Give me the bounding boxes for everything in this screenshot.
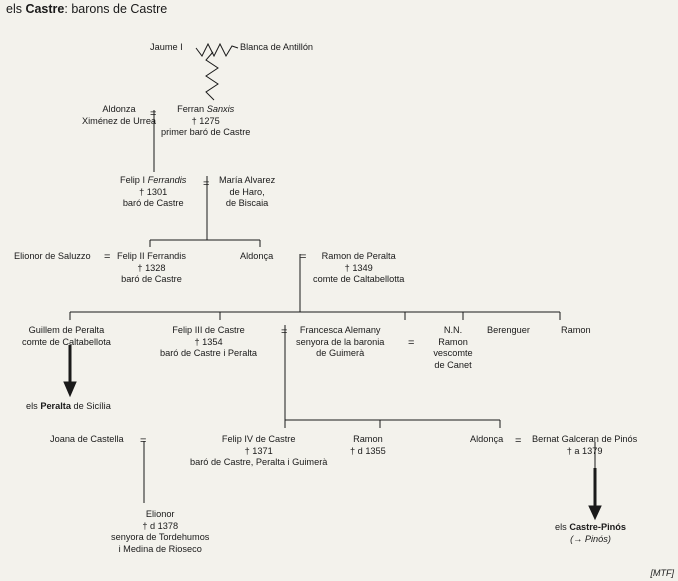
marriage-sign: = bbox=[300, 251, 307, 263]
descent-zigzag-ferran bbox=[205, 51, 219, 101]
person-aldonca-pinos: Aldonça bbox=[470, 434, 504, 444]
branch-castre-pinos: els Castre-Pinós (→ Pinós) bbox=[555, 522, 626, 544]
person-berenguer: Berenguer bbox=[487, 325, 530, 335]
author-signature: [MTF] bbox=[650, 568, 675, 578]
arrow-head-peralta bbox=[63, 381, 77, 398]
marriage-sign: = bbox=[203, 178, 210, 190]
marriage-sign: = bbox=[281, 326, 288, 338]
marriage-sign: = bbox=[140, 435, 147, 447]
page-title: els Castre: barons de Castre bbox=[6, 2, 168, 16]
marriage-sign: = bbox=[408, 337, 415, 349]
person-aldonca: Aldonça bbox=[240, 251, 274, 261]
person-ramon: Ramon bbox=[561, 325, 591, 335]
person-felip-i: Felip I Ferrandis † 1301 baró de Castre bbox=[120, 175, 187, 209]
person-blanca-antillon: Blanca de Antillón bbox=[240, 42, 314, 52]
marriage-sign: = bbox=[104, 251, 111, 263]
person-elionor-saluzzo: Elionor de Saluzzo bbox=[14, 251, 91, 261]
person-jaume-i: Jaume I bbox=[150, 42, 183, 52]
branch-peralta-sicilia: els Peralta de Sicília bbox=[26, 401, 111, 411]
marriage-sign: = bbox=[515, 435, 522, 447]
person-joana-castella: Joana de Castella bbox=[50, 434, 124, 444]
person-bernat-pinos: Bernat Galceran de Pinós† a 1379 bbox=[532, 434, 638, 456]
arrow-head-pinos bbox=[588, 505, 602, 521]
union-zigzag-jaume-blanca bbox=[195, 42, 239, 58]
marriage-sign: = bbox=[150, 108, 157, 120]
person-ferran-sanxis: Ferran Sanxis † 1275 primer baró de Cast… bbox=[161, 104, 251, 138]
person-ramon-d1355: Ramon† d 1355 bbox=[350, 434, 386, 456]
